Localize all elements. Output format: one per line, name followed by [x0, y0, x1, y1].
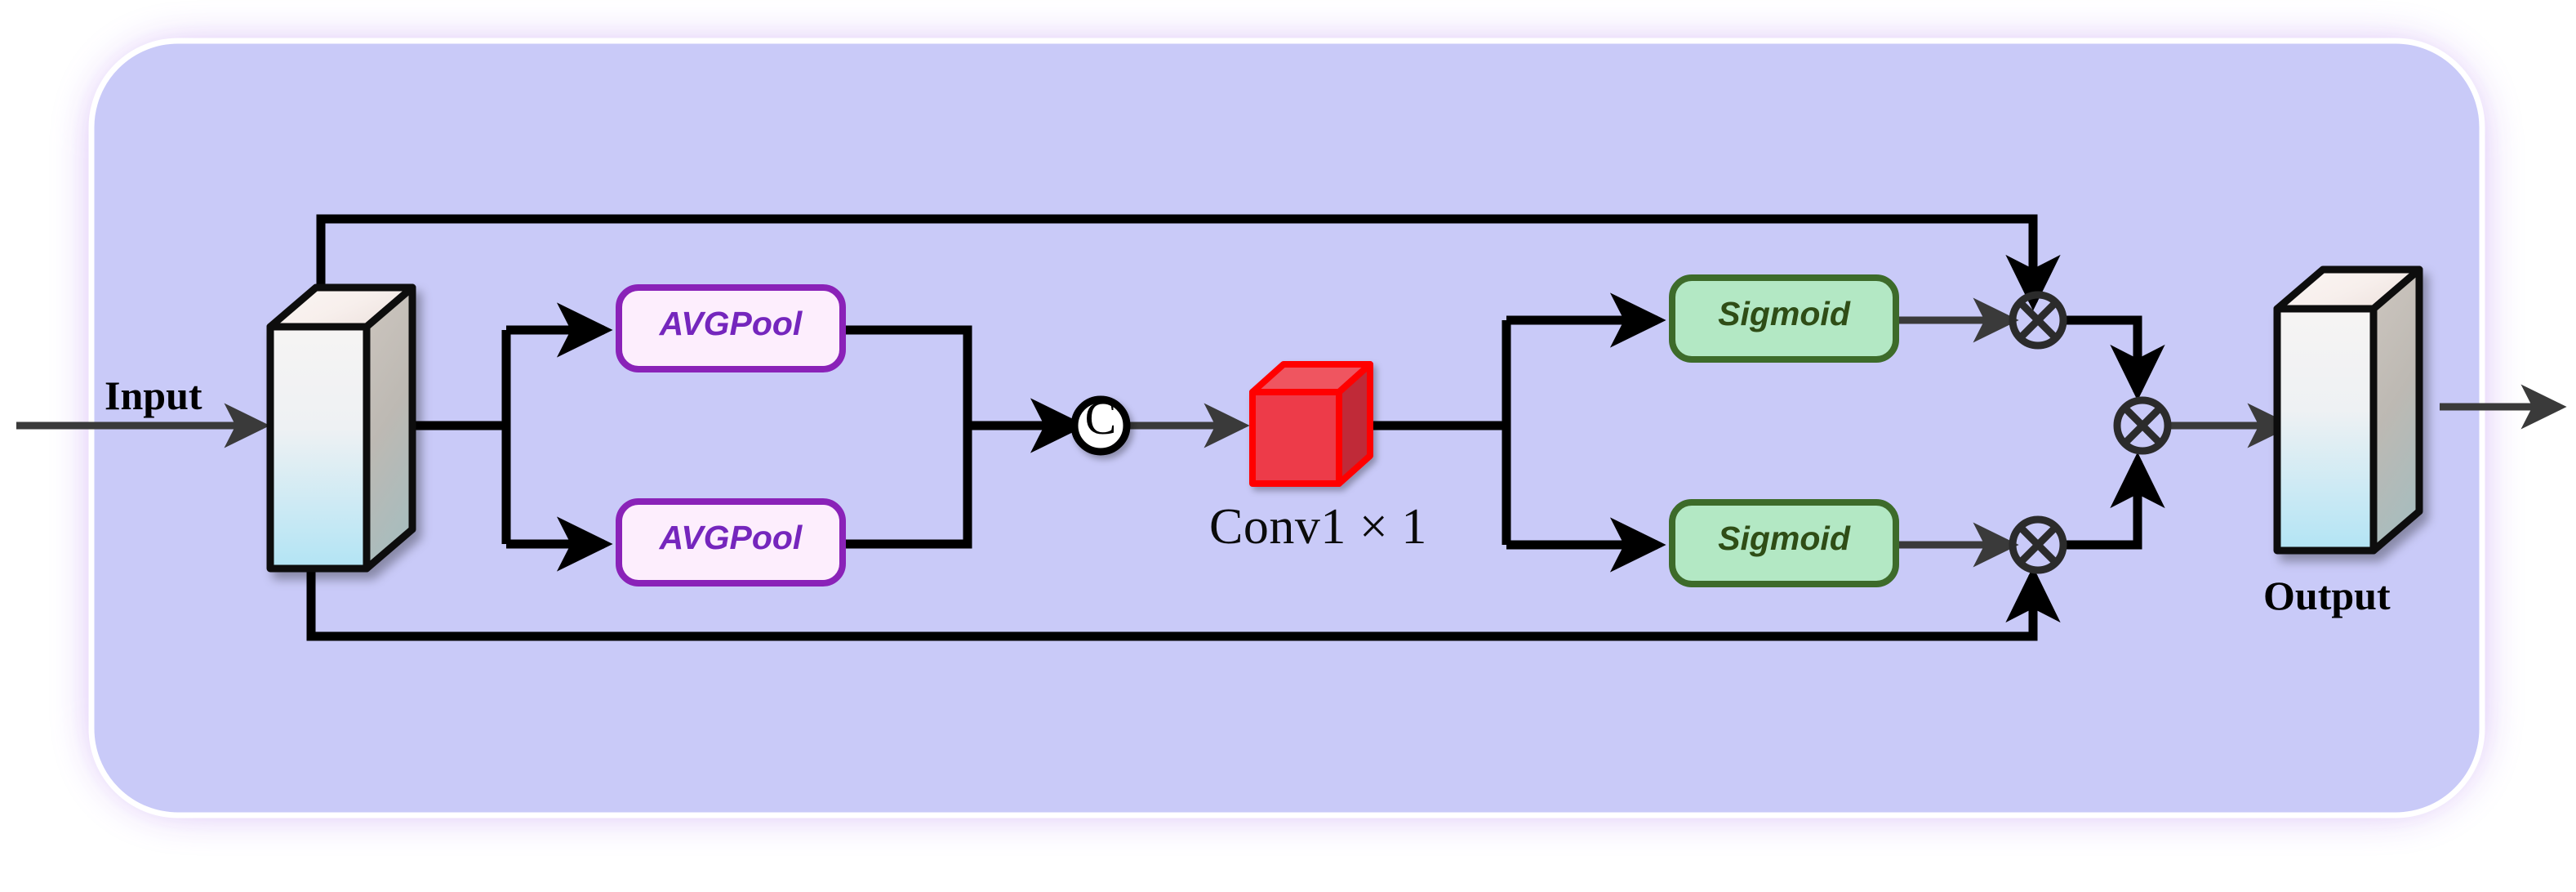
- sigmoid-bottom-block[interactable]: [1669, 499, 1899, 587]
- multiply-bottom-out-wire: [2064, 452, 2165, 550]
- gray-wiring-layer: [16, 297, 2567, 568]
- avgpool-bottom-block[interactable]: [616, 498, 846, 586]
- conv-cube: [1249, 361, 1373, 487]
- skip-bottom-wire: [306, 566, 2061, 641]
- avgpool-top-out-wire: [843, 325, 972, 426]
- multiply-top-out-wire: [2064, 315, 2165, 401]
- wiring-layer: [306, 214, 2165, 641]
- input-tensor-cube: [266, 283, 416, 573]
- multiply-node-bottom[interactable]: [2009, 515, 2067, 574]
- multiply-node-merge[interactable]: [2113, 396, 2172, 455]
- avgpool-top-block[interactable]: [616, 284, 846, 372]
- avgpool-bottom-out-wire: [843, 426, 972, 549]
- concat-node[interactable]: [1070, 395, 1131, 456]
- sigmoid-top-block[interactable]: [1669, 274, 1899, 363]
- output-tensor-cube: [2273, 265, 2423, 555]
- multiply-node-top[interactable]: [2009, 291, 2067, 350]
- skip-top-wire: [316, 214, 2061, 311]
